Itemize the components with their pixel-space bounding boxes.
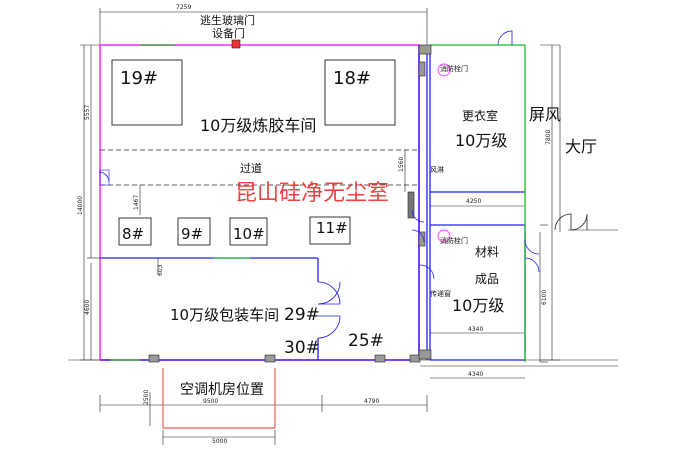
door-swings: [98, 30, 540, 339]
dim-7800: 7800: [545, 130, 552, 145]
dim-4340-a: 4340: [468, 326, 483, 333]
company-watermark: 昆山硅净无尘室: [235, 181, 389, 206]
dim-603: 603: [157, 264, 164, 276]
machine-25-label: 25#: [348, 331, 384, 351]
dim-2500: 2500: [143, 390, 150, 405]
dim-4340-b: 4340: [468, 371, 483, 378]
machine-10-label: 10#: [233, 225, 265, 243]
green-walls: [110, 44, 526, 362]
machine-11-label: 11#: [316, 219, 348, 237]
dim-upper-height: 5557: [84, 105, 91, 120]
machine-18: [324, 59, 396, 126]
machines: [111, 59, 396, 246]
equipment-door-label: 设备门: [212, 26, 245, 40]
machine-11: [309, 216, 351, 245]
machine-19: [111, 59, 183, 126]
dim-9500: 9500: [203, 398, 218, 405]
product-label: 成品: [475, 272, 499, 286]
machine-10: [229, 217, 268, 246]
hall-label: 大厅: [565, 137, 597, 156]
machine-9-label: 9#: [181, 225, 203, 243]
dim-1560: 1560: [398, 157, 405, 172]
fire-door-top-label: 消防栓门: [440, 64, 468, 73]
ac-room-label: 空调机房位置: [180, 382, 264, 398]
changing-room-label: 更衣室: [462, 108, 498, 123]
screen-label: 屏风: [529, 105, 561, 124]
dim-4790: 4790: [364, 398, 379, 405]
machine-8: [118, 217, 152, 246]
machine-9: [177, 217, 211, 246]
dim-top-width: 7259: [176, 4, 191, 11]
dim-4250: 4250: [466, 198, 481, 205]
dim-1467: 1467: [133, 195, 140, 210]
corridor-label: 过道: [240, 161, 262, 175]
machine-29-label: 29#: [284, 305, 320, 325]
mixing-workshop-label: 10万级炼胶车间: [200, 116, 316, 135]
air-shower-label: 风淋: [430, 165, 444, 174]
hall-door: [554, 213, 588, 231]
dim-total-height: 14000: [77, 196, 84, 215]
fire-door-mid-label: 消防栓门: [440, 236, 468, 245]
blue-walls: [100, 45, 526, 361]
machine-8-label: 8#: [122, 225, 144, 243]
dim-5000: 5000: [212, 438, 227, 445]
wall-markers: [99, 39, 432, 363]
machine-30-label: 30#: [284, 338, 320, 358]
packing-workshop-label: 10万级包装车间: [170, 306, 279, 324]
machine-19-label: 19#: [120, 68, 158, 89]
changing-room-class: 10万级: [455, 131, 507, 150]
material-label: 材料: [475, 245, 499, 259]
ac-room-outline: [162, 368, 276, 429]
pass-box-label: 传递窗: [430, 289, 451, 298]
machine-18-label: 18#: [333, 68, 371, 89]
magenta-accents: [437, 63, 451, 243]
dim-6100: 6100: [541, 290, 548, 305]
dim-lower-height: 4600: [84, 300, 91, 315]
escape-door-label: 逃生玻璃门: [200, 13, 255, 27]
material-class: 10万级: [452, 296, 504, 315]
